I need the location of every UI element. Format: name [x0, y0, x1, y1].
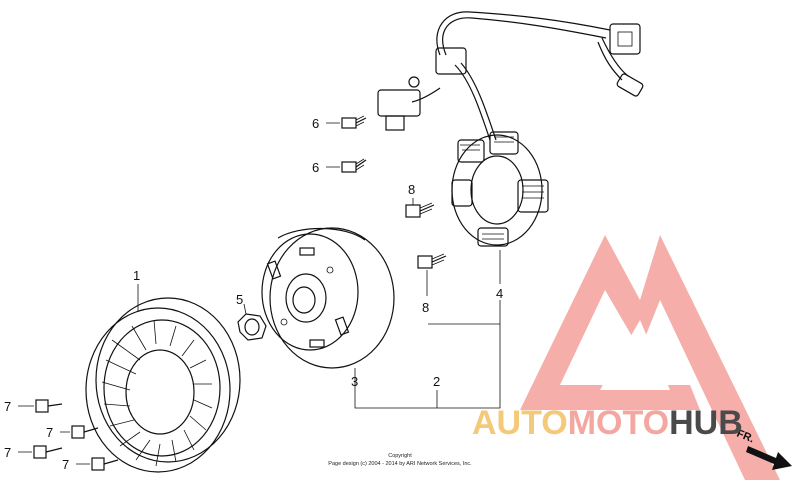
callout-7-d: 7: [62, 457, 69, 472]
wordmark-auto: AUTO: [472, 404, 568, 442]
wire-harness: [377, 11, 644, 141]
bolt-6-upper: [341, 115, 367, 129]
bolt-6-lower: [341, 158, 367, 173]
callout-6-lower: 6: [312, 160, 319, 175]
callout-6-upper: 6: [312, 116, 319, 131]
callout-7-a: 7: [4, 399, 11, 414]
nut: [237, 313, 267, 341]
watermark-wordmark: AUTOMOTOHUB: [472, 404, 743, 443]
watermark-logo: [520, 235, 780, 480]
callout-7-c: 7: [4, 445, 11, 460]
flywheel-rotor: [261, 227, 395, 369]
leader-8: [412, 198, 428, 296]
arrow-right-icon: [746, 446, 792, 470]
callout-8-upper: 8: [408, 182, 415, 197]
cooling-fan: [85, 297, 241, 473]
assembly-bracket: [354, 250, 501, 409]
copyright-line-1: Copyright: [388, 453, 412, 459]
callout-1: 1: [133, 268, 140, 283]
callout-2: 2: [433, 374, 440, 389]
stator: [451, 131, 549, 247]
wordmark-hub: HUB: [669, 404, 743, 442]
callout-3: 3: [351, 374, 358, 389]
bolt-7-a: [35, 399, 63, 413]
callout-7-b: 7: [46, 425, 53, 440]
callout-4: 4: [496, 286, 503, 301]
bolt-7-b: [71, 425, 99, 439]
bolt-7-c: [33, 445, 63, 459]
bolt-8-lower: [417, 253, 447, 269]
leader-7: [18, 405, 90, 465]
callout-5: 5: [236, 292, 243, 307]
leader-5: [243, 303, 247, 315]
bolt-8-upper: [405, 202, 435, 218]
copyright-line-2: Page design (c) 2004 - 2014 by ARI Netwo…: [328, 461, 472, 467]
wordmark-moto: MOTO: [567, 404, 670, 442]
leader-6: [326, 122, 340, 168]
callout-8-lower: 8: [422, 300, 429, 315]
bolt-7-d: [91, 457, 119, 471]
